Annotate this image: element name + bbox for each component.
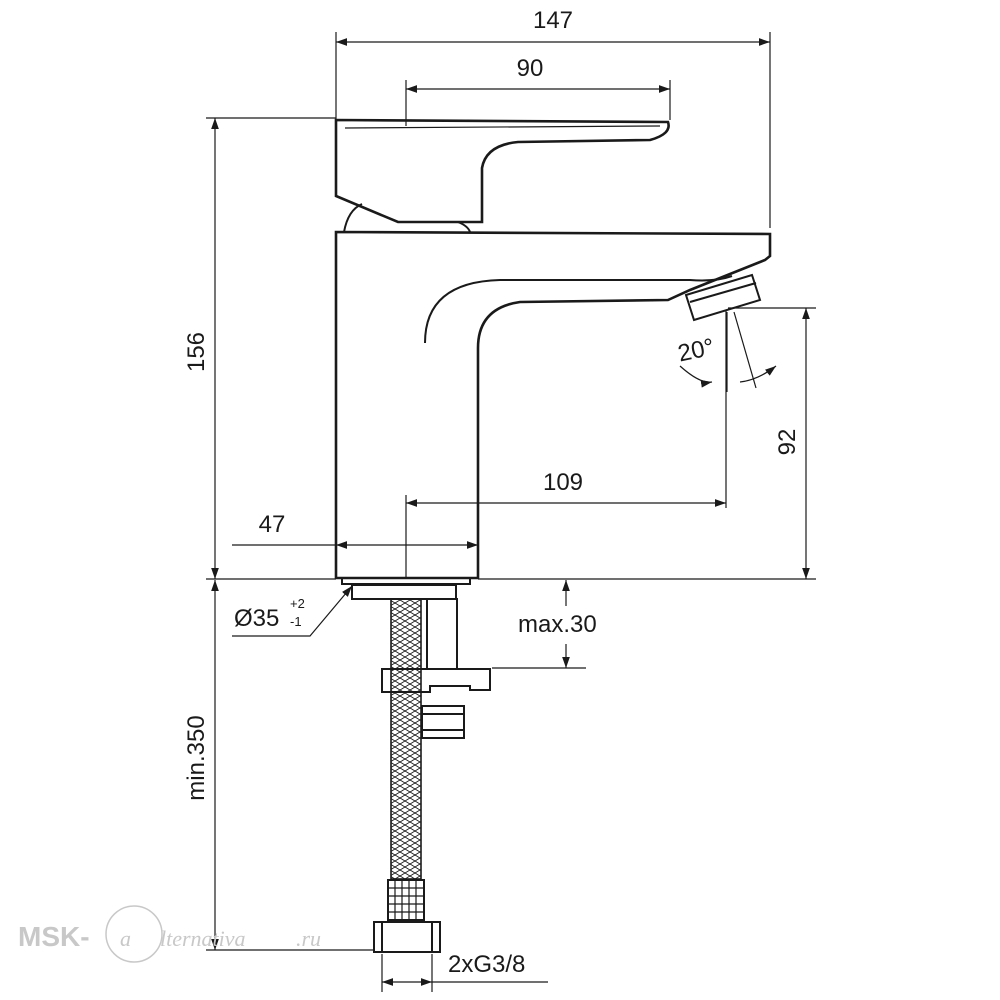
spout-inner-curve [424, 275, 733, 344]
ferrule-ridges [388, 880, 424, 920]
dimension-lines [206, 32, 816, 992]
label-body-width: 47 [259, 511, 286, 538]
angle-arc [679, 365, 713, 388]
label-spout-reach: 109 [543, 469, 583, 496]
aerator [684, 273, 762, 322]
connector-nut [373, 921, 441, 953]
braided-hose [390, 598, 422, 880]
watermark-suffix: .ru [296, 926, 321, 951]
installation-assembly [351, 584, 491, 953]
watermark-at-circle [105, 905, 163, 963]
label-max-deck: max.30 [518, 611, 597, 638]
watermark-at-letter: a [120, 926, 131, 951]
threaded-stud [426, 598, 458, 670]
label-total-height: 156 [183, 332, 210, 372]
watermark-script: lternativa [160, 926, 246, 951]
label-spout-height: 92 [774, 429, 801, 456]
label-tolerance-plus: +2 [290, 596, 305, 611]
handle-top-line [344, 125, 661, 129]
faucet-body [334, 230, 772, 580]
watermark-brand: MSK- [18, 921, 90, 952]
cartridge-dome-right [457, 221, 471, 233]
hose-ferrule [387, 879, 425, 921]
label-spray-angle: 20° [676, 334, 717, 368]
cartridge-dome [343, 203, 363, 233]
label-overall-width: 147 [533, 7, 573, 34]
dimension-labels: 147 90 156 92 109 47 20° Ø35 +2 -1 max.3… [183, 7, 801, 978]
angle-ray-inclined [733, 311, 757, 389]
angle-arc-right [739, 365, 777, 383]
label-handle-length: 90 [517, 55, 544, 82]
lever-handle [334, 118, 670, 224]
fixing-nut [421, 705, 465, 739]
mounting-plate [351, 584, 457, 600]
leader-diameter [232, 585, 353, 637]
label-tolerance-minus: -1 [290, 614, 302, 629]
label-min-hose: min.350 [183, 715, 210, 800]
watermark: MSK- a lternativa .ru [18, 905, 321, 963]
label-base-diameter: Ø35 [234, 605, 279, 632]
label-connection: 2xG3/8 [448, 951, 525, 978]
